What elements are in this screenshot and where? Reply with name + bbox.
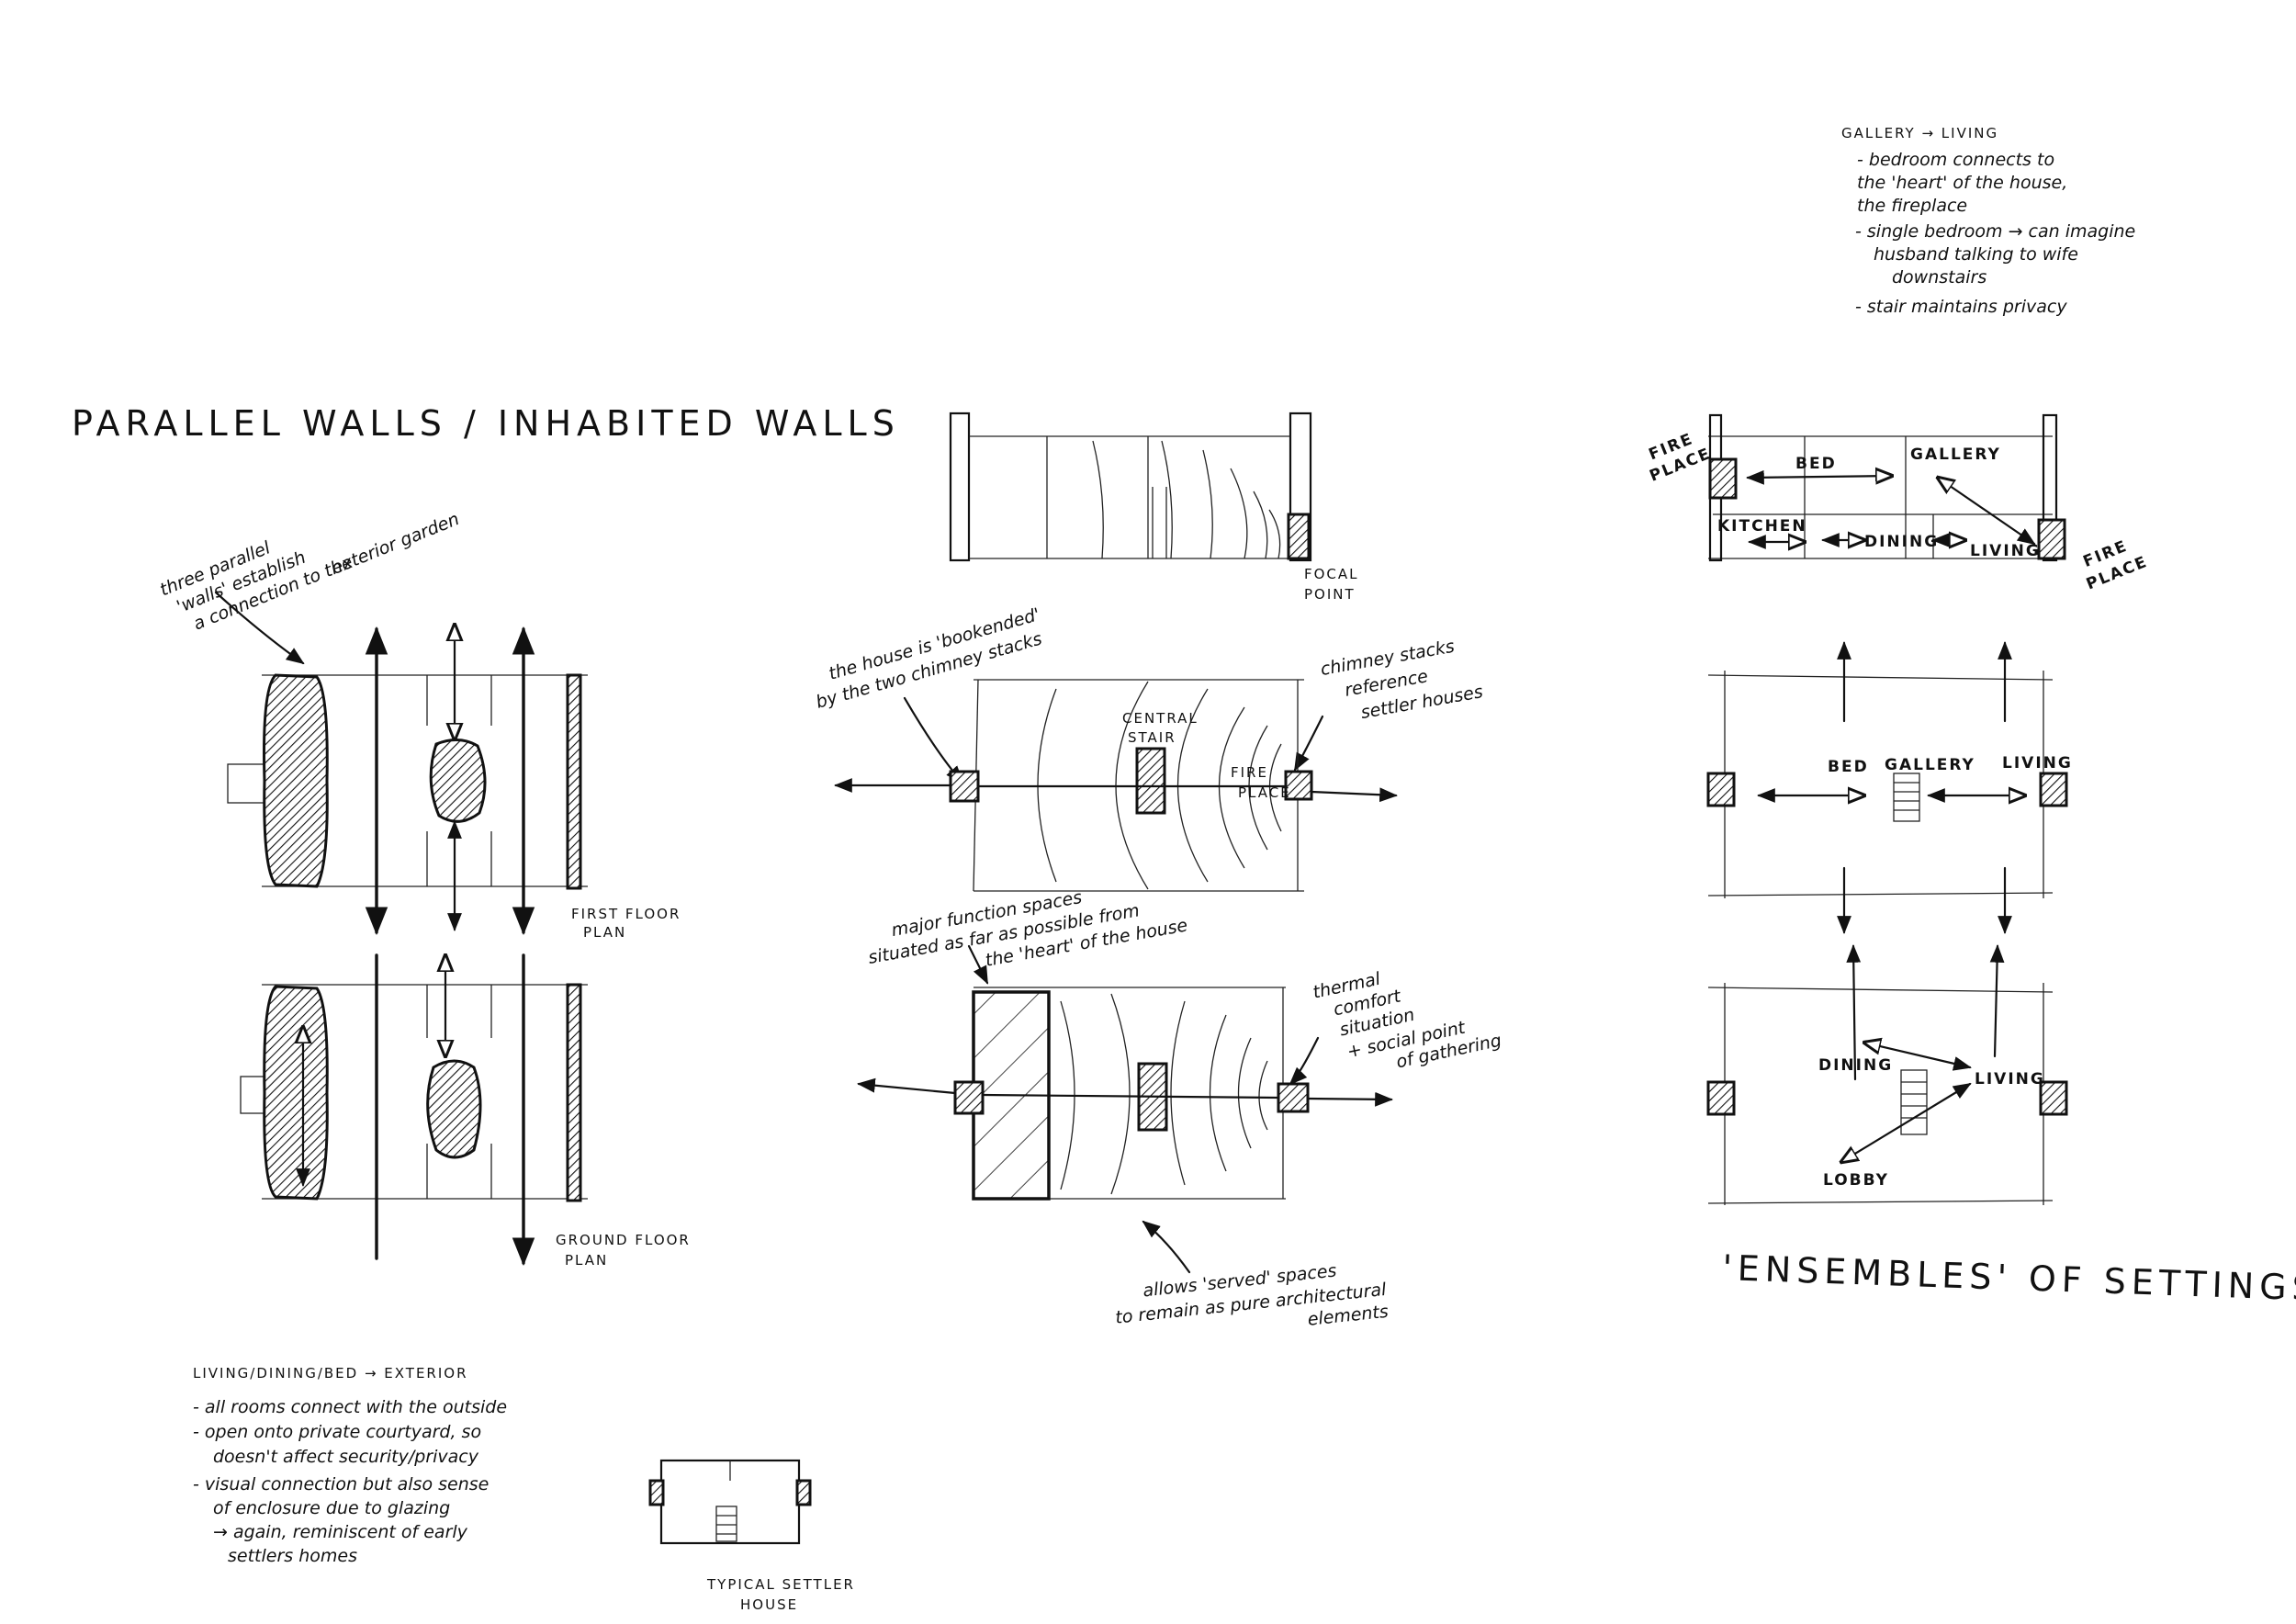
leader-arrow	[214, 591, 305, 665]
svg-text:settlers homes: settlers homes	[228, 1546, 357, 1566]
leader-arrow	[1289, 1036, 1320, 1086]
ground-floor-plan	[240, 955, 588, 1267]
dining-label: DINING	[1864, 533, 1939, 551]
chimney-note: chimney stacks reference settler houses	[1319, 637, 1484, 723]
served-note: allows 'served' spaces to remain as pure…	[1114, 1260, 1390, 1329]
title-ensembles: 'ENSEMBLES' OF SETTINGS	[1722, 1247, 2296, 1309]
thermal-note: thermal comfort situation + social point…	[1311, 969, 1503, 1073]
gallery-living-note: GALLERY → LIVING - bedroom connects to t…	[1841, 125, 2135, 317]
typical-settler-house	[648, 1459, 812, 1545]
first-floor-plan	[227, 625, 588, 936]
svg-text:- bedroom connects to: - bedroom connects to	[1857, 150, 2054, 170]
major-function-note: major function spaces situated as far as…	[867, 887, 1189, 971]
ground-floor-label: GROUND FLOOR	[556, 1232, 691, 1248]
central-stair-label: CENTRAL	[1122, 710, 1199, 727]
leader-arrow	[1293, 715, 1324, 772]
svg-text:husband talking to wife: husband talking to wife	[1874, 244, 2078, 265]
hatched-core	[429, 739, 487, 823]
svg-text:- single bedroom → can imagine: - single bedroom → can imagine	[1855, 221, 2135, 242]
kitchen-label: KITCHEN	[1717, 517, 1807, 536]
first-floor-label-2: PLAN	[583, 924, 626, 941]
three-walls-note: three parallel 'walls' establish a conne…	[157, 509, 462, 635]
svg-text:- stair maintains privacy: - stair maintains privacy	[1855, 297, 2067, 317]
focal-point-label: FOCAL	[1304, 566, 1359, 582]
bed-label: BED	[1795, 455, 1837, 473]
dining-label-bottom: DINING	[1818, 1056, 1893, 1075]
plan-ground-floor-ensemble	[1706, 944, 2068, 1205]
focal-point-label-2: POINT	[1304, 586, 1356, 603]
svg-text:GALLERY → LIVING: GALLERY → LIVING	[1841, 125, 1998, 141]
section-drawing	[949, 412, 1312, 562]
living-label: LIVING	[1970, 542, 2041, 560]
title-parallel-walls: PARALLEL WALLS / INHABITED WALLS	[72, 403, 900, 444]
svg-text:- visual connection but also s: - visual connection but also sense	[193, 1474, 489, 1494]
fireplace-label-small-2: PLACE	[1238, 784, 1291, 801]
central-stair-label-2: STAIR	[1128, 729, 1176, 746]
hatched-wall-block	[263, 673, 329, 888]
gallery-label-mid: GALLERY	[1885, 756, 1975, 774]
bookended-note: the house is 'bookended' by the two chim…	[814, 604, 1044, 713]
svg-text:downstairs: downstairs	[1892, 267, 1986, 288]
first-floor-label: FIRST FLOOR	[571, 906, 681, 922]
hatched-wall-thin	[566, 673, 582, 890]
svg-text:exterior garden: exterior garden	[329, 509, 462, 579]
ground-floor-label-2: PLAN	[565, 1252, 608, 1269]
svg-text:doesn't affect security/privac: doesn't affect security/privacy	[213, 1447, 479, 1467]
gallery-label: GALLERY	[1910, 445, 2001, 464]
svg-text:- open onto private courtyard,: - open onto private courtyard, so	[193, 1422, 481, 1442]
leader-arrow	[1142, 1220, 1191, 1274]
leader-arrow	[967, 944, 989, 985]
plan-first-floor-ensemble	[1706, 641, 2068, 934]
leader-arrow	[903, 696, 964, 784]
plan-gallery-living	[1708, 413, 2066, 562]
svg-text:the fireplace: the fireplace	[1857, 196, 1967, 216]
svg-text:of enclosure due to glazing: of enclosure due to glazing	[213, 1498, 450, 1518]
svg-text:LIVING/DINING/BED → EXTERIOR: LIVING/DINING/BED → EXTERIOR	[193, 1365, 468, 1382]
plan-served-spaces	[857, 987, 1393, 1201]
typical-house-label-2: HOUSE	[740, 1596, 798, 1613]
living-exterior-note: LIVING/DINING/BED → EXTERIOR - all rooms…	[193, 1365, 507, 1566]
fireplace-label-left: FIRE PLACE	[1647, 430, 1715, 486]
svg-text:- all rooms connect with the o: - all rooms connect with the outside	[193, 1397, 507, 1417]
plan-central-stair	[834, 679, 1398, 892]
typical-house-label: TYPICAL SETTLER	[706, 1576, 855, 1593]
svg-text:the 'heart' of the house,: the 'heart' of the house,	[1857, 173, 2067, 193]
fireplace-label-small: FIRE	[1231, 764, 1268, 781]
living-label-bottom: LIVING	[1975, 1070, 2045, 1088]
svg-text:→ again, reminiscent of early: → again, reminiscent of early	[213, 1522, 468, 1542]
bed-label-mid: BED	[1828, 758, 1869, 776]
living-label-mid: LIVING	[2002, 754, 2073, 773]
fireplace-label-right: FIRE PLACE	[2080, 537, 2150, 594]
lobby-label: LOBBY	[1823, 1171, 1889, 1190]
